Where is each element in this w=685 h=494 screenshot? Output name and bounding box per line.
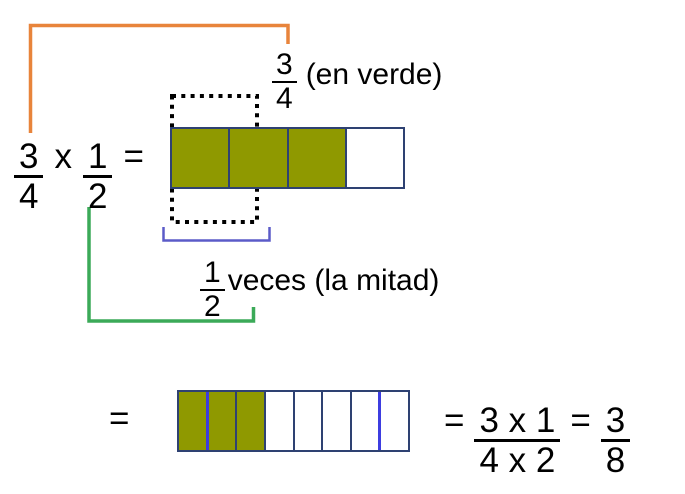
denominator: 8 xyxy=(605,440,626,480)
fraction-one-half: 1 2 xyxy=(82,139,113,216)
bar-cell xyxy=(381,392,408,450)
bar-cell xyxy=(323,392,352,450)
denominator: 4 x 2 xyxy=(479,440,556,480)
bar-cell xyxy=(346,129,403,187)
result-equals-sign: = xyxy=(109,399,130,438)
numerator: 1 xyxy=(200,257,225,291)
numerator: 1 xyxy=(82,139,113,178)
bar-cell xyxy=(172,129,231,187)
half-underbracket xyxy=(162,227,271,242)
left-expression: 3 4 x 1 2 = xyxy=(14,139,144,215)
times-sign: x xyxy=(54,137,72,176)
numerator: 3 xyxy=(272,49,297,83)
half-caption: veces (la mitad) xyxy=(227,264,440,297)
fraction-three-fourths-label: 3 4 xyxy=(272,49,297,115)
denominator: 2 xyxy=(87,176,108,216)
bar-cell xyxy=(179,392,209,450)
numerator: 3 xyxy=(14,139,44,178)
numerator: 3 xyxy=(600,403,631,442)
denominator: 4 xyxy=(276,81,293,115)
orange-connector-line xyxy=(28,23,290,133)
green-caption: (en verde) xyxy=(305,58,443,91)
bar-cell xyxy=(351,392,382,450)
fraction-three-eighths: 3 8 xyxy=(600,403,631,480)
numerator: 3 x 1 xyxy=(474,403,561,442)
denominator: 4 xyxy=(19,176,39,216)
bar-cell xyxy=(288,129,347,187)
half-times-label: 1 2 veces (la mitad) xyxy=(200,257,440,323)
eighths-bar xyxy=(177,390,410,452)
three-fourths-green-label: 3 4 (en verde) xyxy=(272,49,443,115)
equals-sign: = xyxy=(444,401,465,440)
bar-cell xyxy=(265,392,295,450)
bar-cell xyxy=(294,392,324,450)
fraction-three-fourths: 3 4 xyxy=(14,139,44,216)
fraction-one-half-label: 1 2 xyxy=(200,257,225,323)
equals-sign: = xyxy=(570,401,591,440)
denominator: 2 xyxy=(204,289,221,323)
fraction-product: 3 x 1 4 x 2 xyxy=(474,403,561,480)
equals-sign: = xyxy=(123,137,144,176)
bar-cell xyxy=(208,392,238,450)
bar-cell xyxy=(230,129,289,187)
bar-cell xyxy=(237,392,266,450)
fourths-bar xyxy=(170,127,405,189)
result-expression: = 3 x 1 4 x 2 = 3 8 xyxy=(444,401,631,480)
